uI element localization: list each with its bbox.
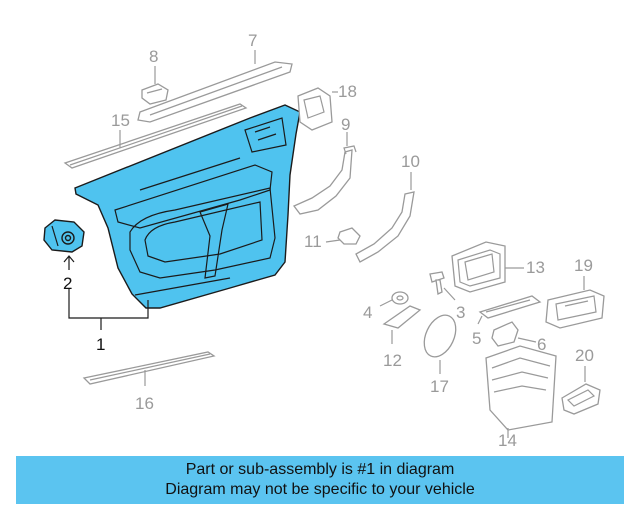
callout-7: 7	[248, 31, 257, 50]
callout-10: 10	[401, 152, 420, 171]
callout-15: 15	[111, 111, 130, 130]
part-14-inner-panel[interactable]	[485, 345, 557, 438]
callout-4: 4	[363, 303, 372, 322]
part-16-lower-molding[interactable]	[82, 351, 216, 386]
callout-20: 20	[575, 346, 594, 365]
callout-11: 11	[304, 232, 322, 251]
callout-14: 14	[498, 431, 517, 450]
part-1-door-trim-panel[interactable]	[74, 104, 301, 309]
callout-5: 5	[472, 329, 481, 348]
callout-9: 9	[341, 115, 350, 134]
part-5-bezel[interactable]	[477, 295, 542, 325]
part-12-trim-piece[interactable]	[382, 305, 422, 344]
part-3-screw[interactable]	[429, 271, 456, 301]
callout-18: 18	[338, 82, 357, 101]
part-18-switch-module[interactable]	[297, 87, 338, 131]
part-15-trim-strip[interactable]	[63, 103, 248, 169]
part-6-cover[interactable]	[491, 321, 537, 347]
banner-line-1: Part or sub-assembly is #1 in diagram	[185, 461, 455, 478]
part-4-grommet[interactable]	[379, 291, 409, 307]
part-2-clip[interactable]	[43, 219, 85, 270]
callout-17: 17	[430, 377, 449, 396]
part-8-bracket[interactable]	[141, 66, 169, 105]
part-20-switch-plate[interactable]	[561, 366, 601, 415]
callout-1-leader	[68, 288, 149, 330]
part-17-speaker-grille[interactable]	[418, 310, 462, 374]
callout-6: 6	[537, 335, 546, 354]
part-10-pull-handle[interactable]	[355, 172, 415, 263]
part-9-rod[interactable]	[292, 132, 357, 215]
info-banner: Part or sub-assembly is #1 in diagram Di…	[16, 456, 624, 504]
callout-8: 8	[149, 47, 158, 66]
part-11-fastener[interactable]	[325, 227, 361, 245]
part-13-housing[interactable]	[451, 241, 524, 293]
parts-diagram: 7 8 15 1 2	[43, 31, 605, 450]
callout-3: 3	[456, 303, 465, 322]
callout-19: 19	[574, 256, 593, 275]
callout-13: 13	[526, 258, 545, 277]
callout-16: 16	[135, 394, 154, 413]
part-7-belt-molding[interactable]	[137, 50, 293, 123]
callout-1: 1	[96, 335, 105, 354]
callout-12: 12	[383, 351, 402, 370]
callout-2: 2	[63, 274, 72, 293]
banner-line-2: Diagram may not be specific to your vehi…	[165, 481, 475, 498]
part-19-handle-assembly[interactable]	[545, 276, 605, 329]
